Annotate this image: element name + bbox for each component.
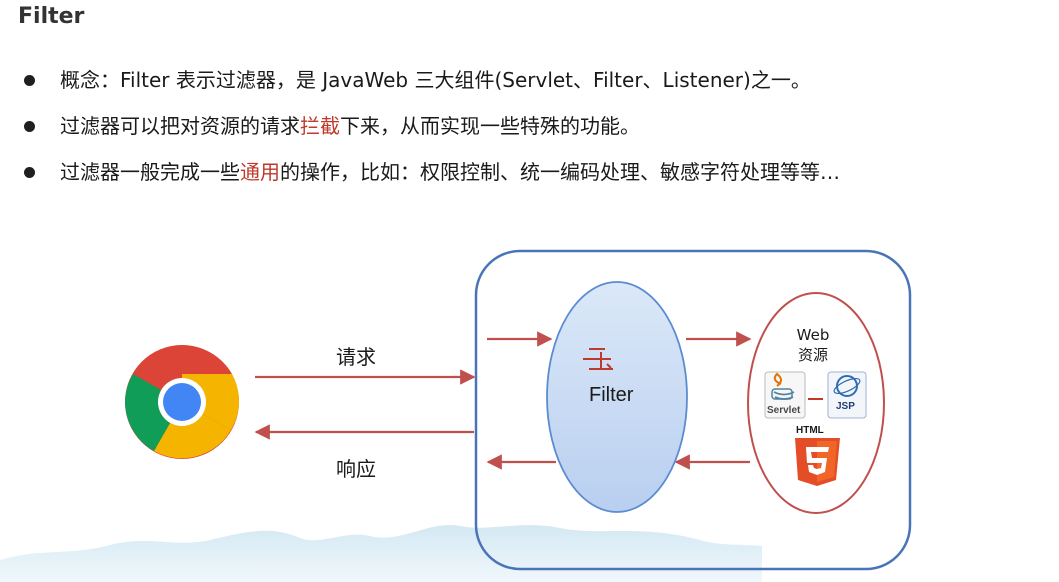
bullet-concept: 概念：Filter 表示过滤器，是 JavaWeb 三大组件(Servlet、F… <box>22 64 840 110</box>
chrome-browser-icon <box>125 345 240 459</box>
server-container <box>474 249 912 571</box>
web-resource-ellipse <box>747 292 885 514</box>
bullet-text: 概念：Filter 表示过滤器，是 JavaWeb 三大组件(Servlet、F… <box>60 68 811 92</box>
bullet-text-tail: 的操作，比如：权限控制、统一编码处理、敏感字符处理等等… <box>280 160 840 184</box>
jsp-icon <box>827 371 867 419</box>
request-label: 请求 <box>336 345 376 369</box>
filter-label: Filter <box>589 384 634 406</box>
servlet-label: Servlet <box>767 405 801 416</box>
html-label: HTML <box>796 425 824 436</box>
filter-icon <box>583 348 613 370</box>
slide-title: Filter <box>18 4 85 29</box>
bullet-highlight: 通用 <box>240 160 280 184</box>
background-wave <box>0 525 762 582</box>
filter-ellipse <box>546 281 688 513</box>
bullet-common-ops: 过滤器一般完成一些通用的操作，比如：权限控制、统一编码处理、敏感字符处理等等… <box>22 156 840 202</box>
jsp-label: JSP <box>836 401 855 412</box>
bullet-intercept: 过滤器可以把对资源的请求拦截下来，从而实现一些特殊的功能。 <box>22 110 840 156</box>
bullet-text-tail: 下来，从而实现一些特殊的功能。 <box>340 114 640 138</box>
bullet-text: 过滤器一般完成一些 <box>60 160 240 184</box>
servlet-icon <box>764 371 806 419</box>
bullet-dot <box>24 167 35 178</box>
html5-icon <box>795 438 840 486</box>
response-label: 响应 <box>336 457 376 481</box>
bullet-highlight: 拦截 <box>300 114 340 138</box>
bullet-dot <box>24 75 35 86</box>
bullet-list: 概念：Filter 表示过滤器，是 JavaWeb 三大组件(Servlet、F… <box>22 64 840 202</box>
bullet-dot <box>24 121 35 132</box>
web-title-line2: 资源 <box>797 346 828 364</box>
web-resource-title: Web 资源 <box>791 325 835 365</box>
bullet-text: 过滤器可以把对资源的请求 <box>60 114 300 138</box>
web-title-line1: Web <box>796 326 830 344</box>
